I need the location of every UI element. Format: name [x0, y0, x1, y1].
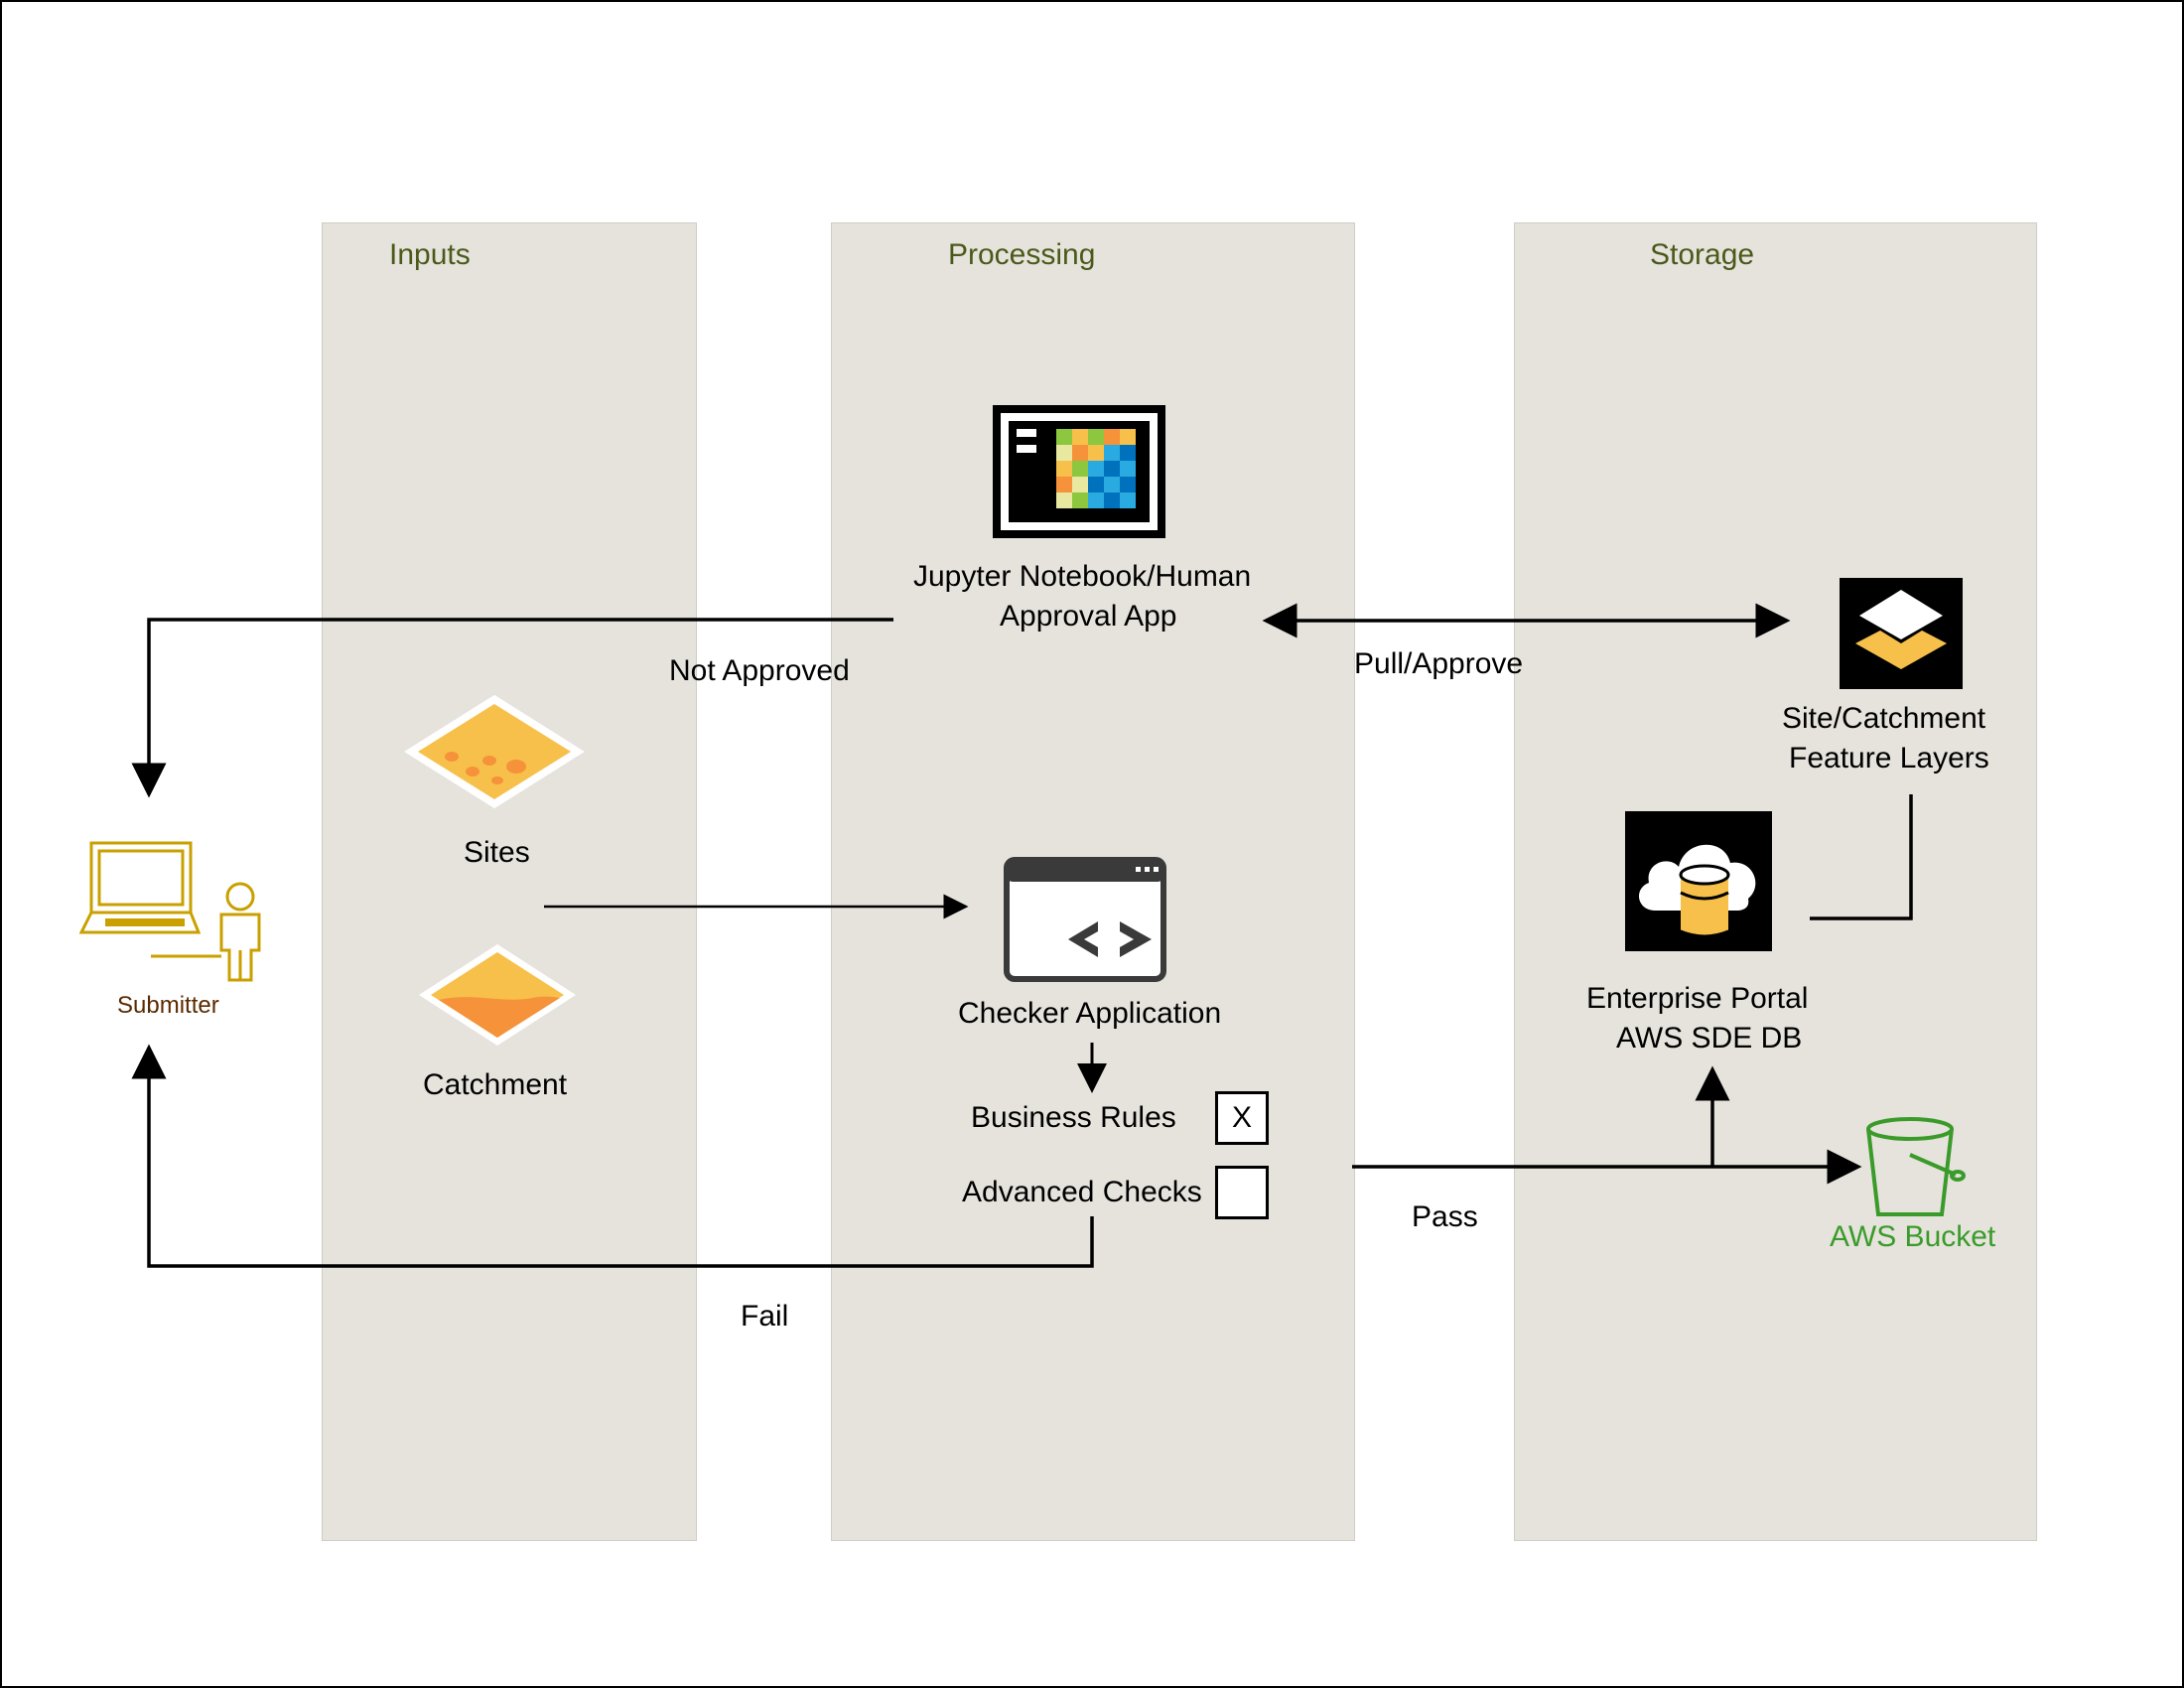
laptop-user-icon — [79, 841, 261, 982]
lane-title-inputs: Inputs — [389, 238, 471, 271]
sites-layer-icon — [404, 694, 585, 809]
label-pass: Pass — [1412, 1200, 1478, 1233]
label-not-approved: Not Approved — [669, 654, 850, 687]
lane-title-storage: Storage — [1650, 238, 1755, 271]
label-portal-line2: AWS SDE DB — [1616, 1022, 1803, 1055]
label-portal-line1: Enterprise Portal — [1586, 982, 1809, 1015]
label-fail: Fail — [741, 1300, 789, 1333]
advanced-checks-checkbox — [1215, 1166, 1269, 1219]
label-pull-approve: Pull/Approve — [1354, 647, 1524, 680]
label-sites: Sites — [464, 836, 530, 869]
bucket-icon — [1866, 1117, 1966, 1216]
label-layers-line2: Feature Layers — [1789, 742, 1989, 774]
label-jupyter-line1: Jupyter Notebook/Human — [913, 560, 1252, 593]
lane-storage — [1514, 222, 2037, 1541]
edge-portal-to-layers — [1810, 794, 1913, 920]
label-business-rules: Business Rules — [971, 1101, 1176, 1134]
label-catchment: Catchment — [423, 1068, 568, 1101]
label-jupyter-line2: Approval App — [1000, 600, 1177, 633]
label-layers-line1: Site/Catchment — [1782, 702, 1986, 735]
catchment-layer-icon — [419, 944, 576, 1046]
notebook-grid-icon — [993, 405, 1165, 538]
label-submitter: Submitter — [117, 992, 219, 1019]
label-advanced-checks: Advanced Checks — [962, 1176, 1202, 1208]
label-aws-bucket: AWS Bucket — [1830, 1220, 1996, 1253]
cloud-database-icon — [1625, 811, 1772, 951]
lane-inputs — [322, 222, 697, 1541]
edge-not-approved — [131, 618, 893, 798]
lane-title-processing: Processing — [948, 238, 1096, 271]
label-checker: Checker Application — [958, 997, 1222, 1030]
edge-fail — [131, 1044, 1094, 1268]
code-window-icon — [1004, 857, 1166, 982]
layers-icon — [1840, 578, 1963, 689]
business-rules-checkbox: X — [1215, 1091, 1269, 1145]
